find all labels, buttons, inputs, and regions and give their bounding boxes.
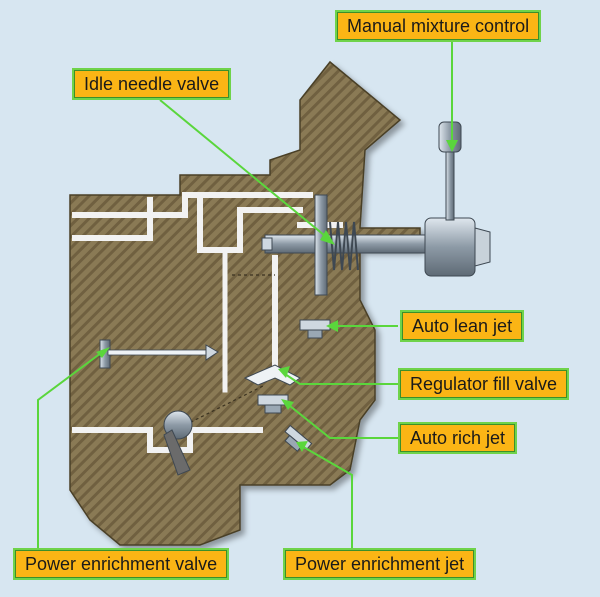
carburetor-housing bbox=[69, 60, 421, 546]
fuel-passages bbox=[72, 192, 343, 453]
mixture-control-assembly bbox=[424, 121, 491, 277]
passage-upper-left bbox=[72, 197, 153, 241]
label-idle-needle-valve: Idle needle valve bbox=[72, 68, 232, 100]
label-auto-rich-jet: Auto rich jet bbox=[398, 422, 518, 454]
leader-auto-rich bbox=[284, 401, 398, 439]
housing-body bbox=[69, 60, 421, 546]
passage-mid bbox=[197, 197, 303, 253]
leader-lines bbox=[37, 40, 453, 548]
idle-needle-valve-assembly bbox=[261, 194, 436, 296]
needle-tip bbox=[261, 237, 273, 251]
power-enrichment-valve-part bbox=[99, 339, 219, 369]
passage-top bbox=[72, 192, 313, 218]
needle-spring bbox=[329, 221, 359, 271]
mixture-lever-stem bbox=[445, 144, 455, 221]
linkage-dashed bbox=[184, 274, 275, 426]
label-power-enrichment-jet: Power enrichment jet bbox=[283, 548, 477, 580]
needle-flange bbox=[314, 194, 328, 296]
mixture-nut bbox=[474, 227, 491, 267]
label-regulator-fill-valve: Regulator fill valve bbox=[398, 368, 570, 400]
label-auto-lean-jet: Auto lean jet bbox=[400, 310, 525, 342]
throttle-cam bbox=[163, 410, 193, 476]
auto-rich-jet-part bbox=[257, 394, 289, 414]
leader-arrowheads bbox=[96, 140, 458, 452]
regulator-fill-valve-part bbox=[243, 364, 301, 386]
label-power-enrichment-valve: Power enrichment valve bbox=[13, 548, 230, 580]
needle-shaft bbox=[264, 234, 436, 254]
label-manual-mixture-control: Manual mixture control bbox=[335, 10, 542, 42]
leader-power-valve bbox=[37, 349, 106, 548]
leader-regulator bbox=[281, 371, 400, 385]
leader-power-jet bbox=[299, 444, 353, 548]
leader-idle-needle bbox=[159, 99, 331, 241]
mixture-body bbox=[424, 217, 476, 277]
